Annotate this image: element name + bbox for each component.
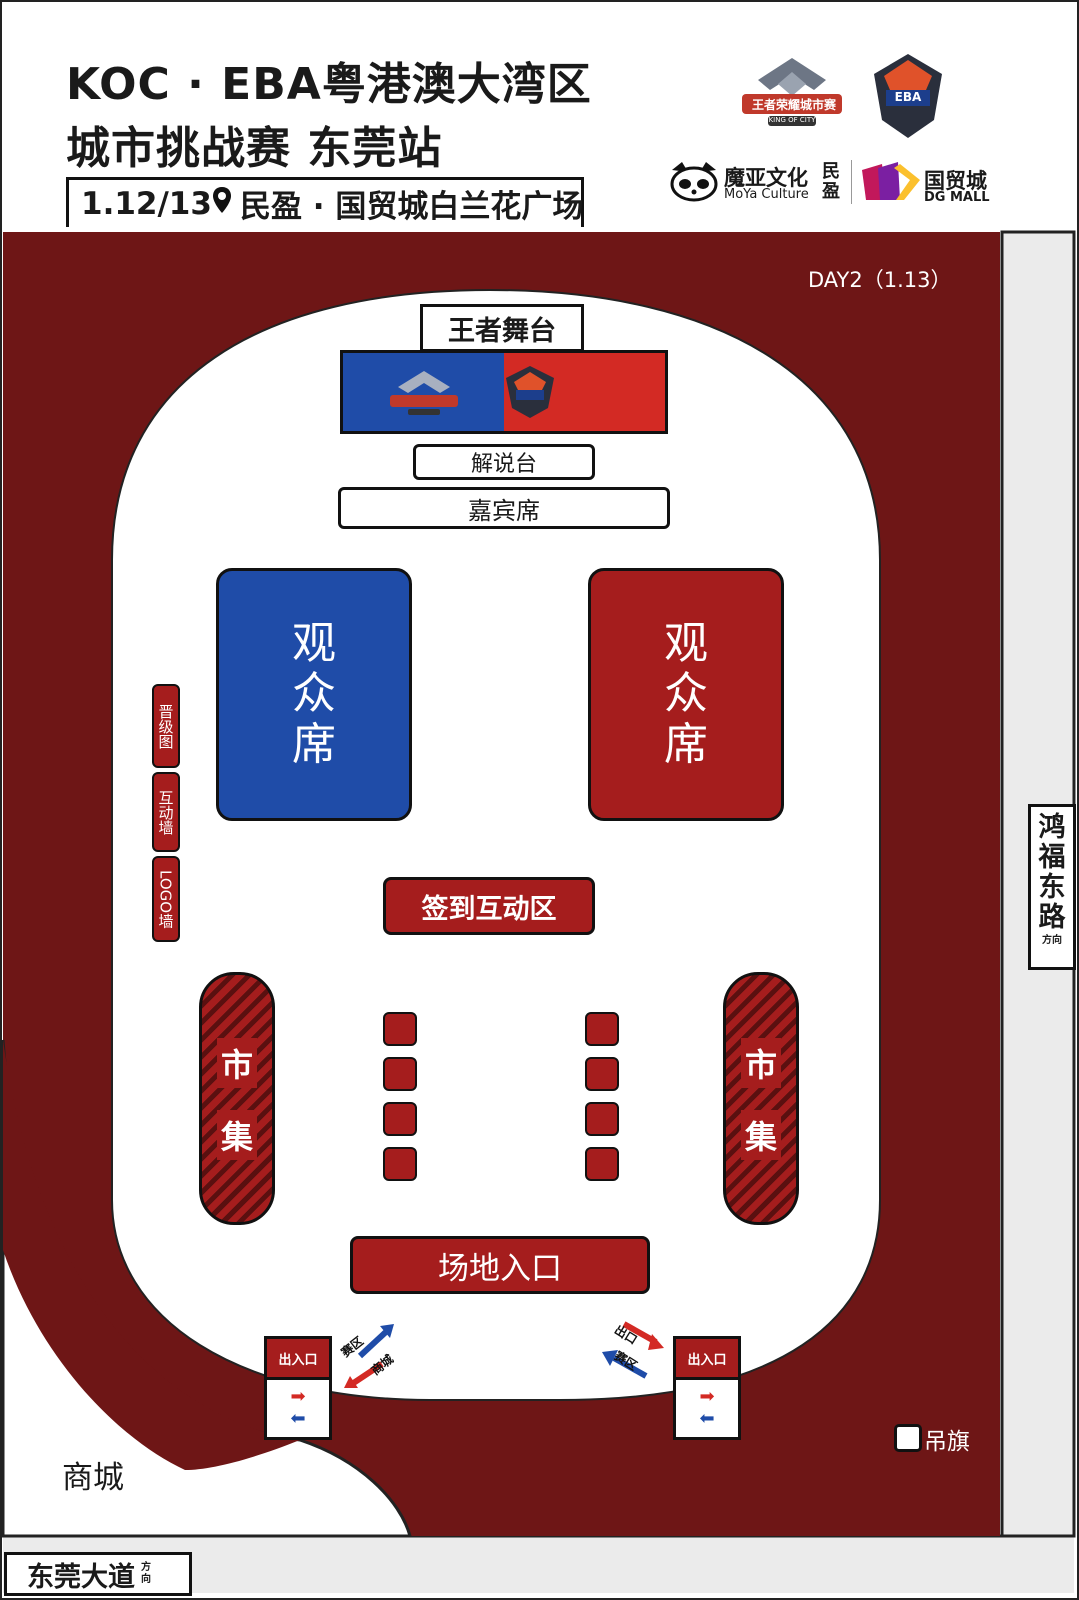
market-right-char2: 集: [740, 1109, 781, 1160]
gate-left-label: 出入口: [267, 1339, 329, 1380]
market-right-char1: 市: [740, 1037, 781, 1088]
booth-left-1: [383, 1012, 417, 1046]
gate-right-out-arrow-icon: ⬅: [699, 1408, 715, 1429]
venue-entrance: 场地入口: [350, 1236, 650, 1294]
audience-seats-left: 观众席: [216, 568, 412, 821]
dgmall-logo-cn: 国贸城: [924, 169, 987, 193]
booth-left-3: [383, 1102, 417, 1136]
gate-left-out-arrow-icon: ⬅: [290, 1408, 306, 1429]
audience-seats-right: 观众席: [588, 568, 784, 821]
logo-divider: [851, 160, 852, 204]
hanging-flag-legend-icon: [894, 1424, 922, 1452]
event-location: 民盈 · 国贸城白兰花广场: [239, 189, 584, 225]
moya-panda-icon: [668, 160, 720, 202]
event-title-line1: KOC · EBA粤港澳大湾区: [66, 59, 592, 110]
koc-logo-text: 王者荣耀城市赛: [751, 98, 836, 112]
booth-left-4: [383, 1147, 417, 1181]
gate-right-label: 出入口: [676, 1339, 738, 1380]
audience-right-label: 观众席: [664, 617, 708, 770]
stage-label: 王者舞台: [420, 304, 584, 352]
booth-right-3: [585, 1102, 619, 1136]
road-right-text: 鸿福东路: [1038, 812, 1066, 933]
stage-koc-logo-icon: [389, 371, 458, 415]
gate-left: 出入口 ➡ ⬅: [264, 1336, 332, 1440]
gate-right-in-arrow-icon: ➡: [699, 1386, 715, 1407]
booth-left-2: [383, 1057, 417, 1091]
stage: [340, 350, 668, 434]
interactive-wall: 互动墙: [152, 772, 180, 852]
koc-logo: 王者荣耀城市赛 KING OF CITY: [738, 50, 846, 130]
booth-right-4: [585, 1147, 619, 1181]
market-left: 市 集: [199, 972, 275, 1225]
hanging-flag-legend-label: 吊旗: [924, 1429, 970, 1455]
market-left-char1: 市: [216, 1037, 257, 1088]
promotion-chart-wall: 晋级图: [152, 684, 180, 768]
eba-logo-text: EBA: [894, 90, 922, 104]
koc-logo-sub: KING OF CITY: [768, 116, 816, 124]
market-right: 市 集: [723, 972, 799, 1225]
event-title-line2: 城市挑战赛 东莞站: [66, 123, 443, 174]
market-left-char2: 集: [216, 1109, 257, 1160]
commentary-desk: 解说台: [413, 444, 595, 480]
left-direction-arrows-icon: [344, 1324, 394, 1388]
audience-left-label: 观众席: [292, 617, 336, 770]
gate-right: 出入口 ➡ ⬅: [673, 1336, 741, 1440]
booth-right-2: [585, 1057, 619, 1091]
stage-eba-logo-icon: [505, 366, 554, 418]
dgmall-logo-en: DG MALL: [924, 190, 990, 205]
guest-seats: 嘉宾席: [338, 487, 670, 529]
gate-left-in-arrow-icon: ➡: [290, 1386, 306, 1407]
road-bottom-text: 东莞大道: [27, 1561, 135, 1593]
eba-logo: EBA: [866, 50, 950, 142]
logo-wall: LOGO墙: [152, 856, 180, 942]
event-date: 1.12/13: [81, 185, 212, 222]
date-location-box: 1.12/13 民盈 · 国贸城白兰花广场: [66, 177, 584, 227]
road-bottom-direction: 方向: [141, 1562, 151, 1585]
mall-label: 商城: [62, 1460, 124, 1496]
checkin-interaction-zone: 签到互动区: [383, 877, 595, 935]
booth-right-1: [585, 1012, 619, 1046]
day-label: DAY2（1.13）: [808, 268, 952, 292]
location-pin-icon: [212, 186, 232, 222]
road-label-right: 鸿福东路 方向: [1028, 804, 1076, 970]
minying-logo: 民盈: [822, 161, 840, 202]
moya-logo-en: MoYa Culture: [724, 187, 809, 202]
dgmall-logo-icon: [860, 160, 924, 204]
road-label-bottom: 东莞大道 方向: [4, 1552, 192, 1596]
stage-blue-side: [343, 353, 504, 431]
right-direction-arrows-icon: [602, 1321, 664, 1379]
stage-red-side: [504, 353, 665, 431]
road-right-direction: 方向: [1042, 935, 1062, 946]
moya-logo-cn: 魔亚文化: [724, 166, 808, 190]
